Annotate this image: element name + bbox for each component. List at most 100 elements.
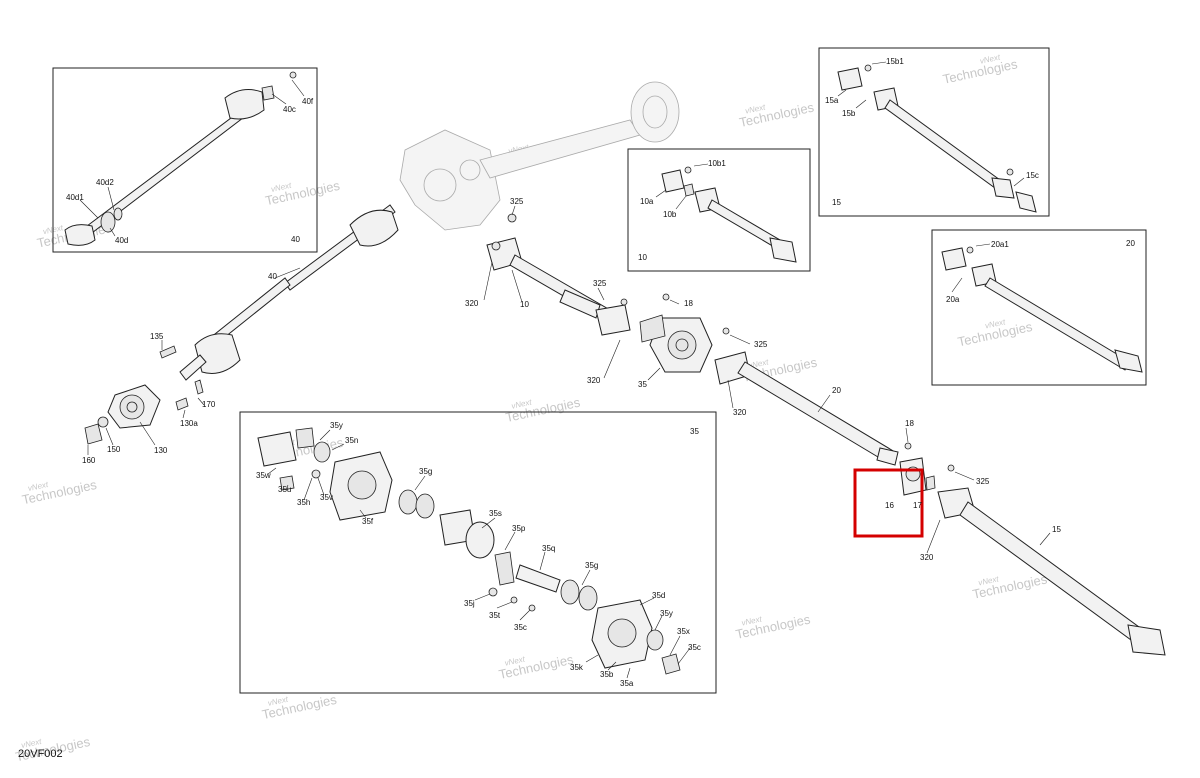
- callout-10b1: 10b1: [708, 159, 726, 168]
- callout-35y: 35y: [330, 421, 343, 430]
- callout-325: 325: [593, 279, 607, 288]
- watermark-line1: vNext: [270, 181, 293, 194]
- main-callouts: 40 135 170 130a 160 150 130 325 320 10 3…: [82, 197, 1061, 562]
- watermark-line2: Technologies: [734, 611, 812, 642]
- callout-130: 130: [154, 446, 168, 455]
- inset-box-10: 10b1 10a 10b 10: [627, 148, 811, 272]
- callout-35f: 35f: [362, 517, 374, 526]
- callout-15c: 15c: [1026, 171, 1039, 180]
- callout-35g: 35g: [419, 467, 432, 476]
- callout-35n: 35n: [345, 436, 358, 445]
- callout-35t: 35t: [489, 611, 501, 620]
- callout-320: 320: [587, 376, 601, 385]
- diagram-code: 20VF002: [18, 748, 63, 760]
- callout-150: 150: [107, 445, 121, 454]
- callout-10b: 10b: [663, 210, 677, 219]
- inset-box-35: 35y 35n 35w 35u 35h 35v 35f 35g 35s 35p …: [239, 411, 717, 694]
- callout-20a1: 20a1: [991, 240, 1009, 249]
- watermark-line2: Technologies: [261, 692, 339, 723]
- callout-35g: 35g: [585, 561, 598, 570]
- callout-40c: 40c: [283, 105, 296, 114]
- watermark: vNext Technologies: [497, 652, 575, 683]
- watermark-line1: vNext: [267, 695, 290, 708]
- watermark-line1: vNext: [511, 397, 534, 410]
- inset-box-20: 20a1 20a 20: [931, 229, 1147, 386]
- callout-35w: 35w: [256, 471, 271, 480]
- callout-40f: 40f: [302, 97, 314, 106]
- callout-35c: 35c: [514, 623, 527, 632]
- callout-35d: 35d: [652, 591, 665, 600]
- watermark: vNext Technologies: [941, 53, 1019, 87]
- wheel-hub: [84, 345, 204, 445]
- callout-15b1: 15b1: [886, 57, 904, 66]
- callout-35: 35: [638, 380, 647, 389]
- callout-160: 160: [82, 456, 96, 465]
- callout-18: 18: [684, 299, 693, 308]
- callout-35x: 35x: [677, 627, 690, 636]
- callout-40d1: 40d1: [66, 193, 84, 202]
- callout-17: 17: [913, 501, 922, 510]
- rear-differential-ghost: [399, 81, 680, 231]
- propshaft-15: [937, 464, 1166, 656]
- watermark-line1: vNext: [979, 53, 1002, 66]
- watermark-line1: vNext: [984, 317, 1007, 330]
- callout-35b: 35b: [600, 670, 614, 679]
- axle-shaft-40: [179, 204, 399, 381]
- watermark-line2: Technologies: [971, 571, 1049, 602]
- callout-325: 325: [754, 340, 768, 349]
- callout-325: 325: [976, 477, 990, 486]
- watermarks: vNext Technologies vNext Technologies vN…: [14, 53, 1049, 765]
- callout-10a: 10a: [640, 197, 654, 206]
- callout-35p: 35p: [512, 524, 526, 533]
- callout-35y: 35y: [660, 609, 673, 618]
- callout-35u: 35u: [278, 485, 291, 494]
- callout-35a: 35a: [620, 679, 634, 688]
- inset-label-15: 15: [832, 198, 841, 207]
- callout-40: 40: [268, 272, 277, 281]
- callout-35h: 35h: [297, 498, 310, 507]
- callout-320: 320: [920, 553, 934, 562]
- inset-label-10: 10: [638, 253, 647, 262]
- watermark-line1: vNext: [27, 480, 50, 493]
- highlight-box: [853, 468, 924, 538]
- watermark: vNext Technologies: [21, 477, 99, 508]
- callout-15b: 15b: [842, 109, 856, 118]
- callout-130a: 130a: [180, 419, 198, 428]
- watermark: vNext Technologies: [956, 317, 1034, 349]
- callout-170: 170: [202, 400, 216, 409]
- leader-lines: [87, 205, 1051, 554]
- callout-325: 325: [510, 197, 524, 206]
- callout-20a: 20a: [946, 295, 960, 304]
- callout-35k: 35k: [570, 663, 584, 672]
- callout-16: 16: [885, 501, 894, 510]
- callout-18: 18: [905, 419, 914, 428]
- callout-35q: 35q: [542, 544, 555, 553]
- watermark-line1: vNext: [977, 574, 1000, 587]
- callout-320: 320: [733, 408, 747, 417]
- callout-35j: 35j: [464, 599, 475, 608]
- inset-label-40: 40: [291, 235, 300, 244]
- watermark: vNext Technologies: [738, 99, 816, 130]
- watermark: vNext Technologies: [264, 178, 342, 209]
- propshaft-20: [714, 351, 899, 466]
- watermark-line2: Technologies: [264, 178, 342, 209]
- callout-15: 15: [1052, 525, 1061, 534]
- inset-box-15: 15b1 15a 15b 15c 15: [818, 47, 1050, 217]
- watermark-line2: Technologies: [738, 99, 816, 130]
- inset-label-20: 20: [1126, 239, 1135, 248]
- inset-box-40: 40f 40c 40d2 40d1 40d 40: [52, 67, 318, 253]
- watermark-line2: Technologies: [497, 652, 575, 683]
- callout-35v: 35v: [320, 493, 333, 502]
- watermark-line1: vNext: [744, 102, 767, 115]
- callout-40d2: 40d2: [96, 178, 114, 187]
- watermark-line1: vNext: [741, 614, 764, 627]
- watermark: vNext Technologies: [504, 394, 582, 425]
- watermark-line2: Technologies: [504, 394, 582, 425]
- callout-10: 10: [520, 300, 529, 309]
- watermark-line1: vNext: [504, 654, 527, 667]
- callout-20: 20: [832, 386, 841, 395]
- callout-40d: 40d: [115, 236, 128, 245]
- watermark-line1: vNext: [20, 737, 43, 750]
- watermark-line2: Technologies: [21, 477, 99, 508]
